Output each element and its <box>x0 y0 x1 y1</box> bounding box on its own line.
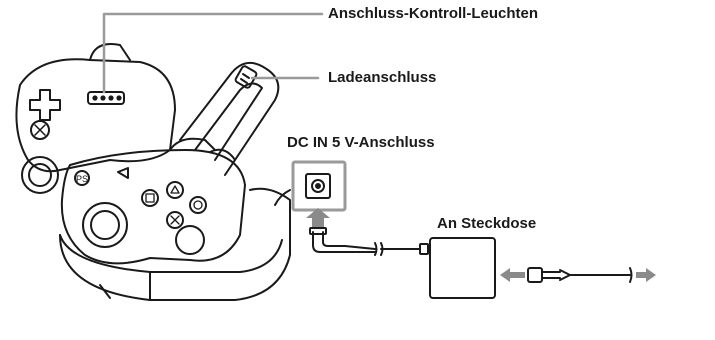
square-button-icon <box>142 190 158 206</box>
callout-led <box>104 14 322 92</box>
dpad-icon <box>30 90 60 120</box>
ac-adapter <box>430 238 495 298</box>
label-wall-outlet: An Steckdose <box>437 215 536 232</box>
charging-cradle-arm <box>180 63 278 175</box>
label-led-indicators: Anschluss-Kontroll-Leuchten <box>328 5 538 22</box>
svg-text:PS: PS <box>76 174 88 184</box>
mains-cord <box>500 268 656 282</box>
triangle-button-icon <box>167 182 183 198</box>
dc-plug <box>310 228 428 255</box>
label-dc-in: DC IN 5 V-Anschluss <box>287 134 435 151</box>
label-charge-port: Ladeanschluss <box>328 69 436 86</box>
dc-in-port <box>275 162 345 210</box>
rear-controller <box>16 44 175 193</box>
callout-lines <box>104 14 322 92</box>
circle-button-icon <box>190 197 206 213</box>
